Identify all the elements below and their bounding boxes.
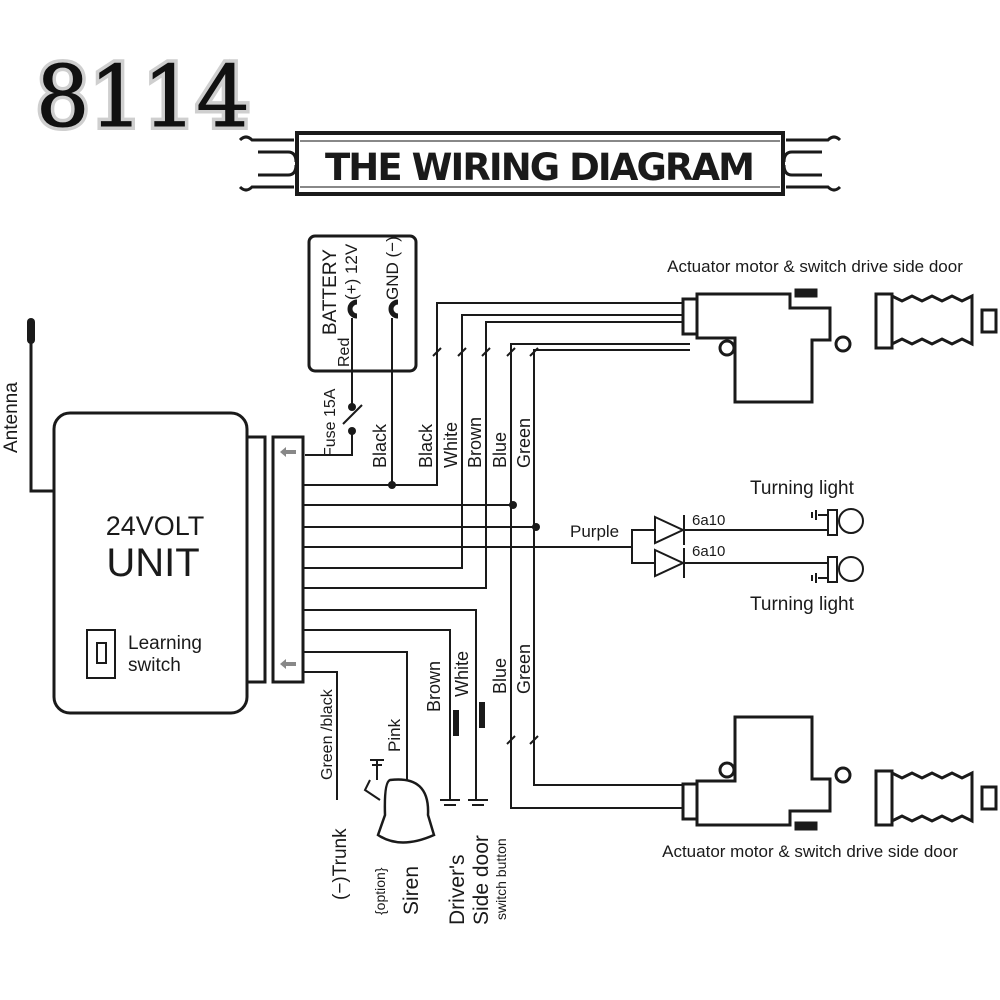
wire-brown-bottom (303, 629, 451, 800)
fuse-icon (342, 404, 363, 425)
purple-wire-label: Purple (570, 522, 619, 541)
diode-label-top: 6a10 (692, 512, 725, 529)
upper-wire-label: Brown (465, 417, 485, 468)
diode-label-bottom: 6a10 (692, 543, 725, 560)
upper-wire-label: White (441, 422, 461, 468)
wire-green-top (303, 349, 690, 528)
brown-wire-label: Brown (424, 661, 444, 712)
door-switch-buttons: Brown White Driver's Side door switch bu… (424, 651, 509, 925)
wire-brown-top (303, 321, 690, 589)
bulb-icon (838, 508, 864, 534)
black-wire-label-battery: Black (370, 423, 390, 468)
wire-pink (303, 651, 408, 780)
antenna: Antenna (1, 318, 53, 493)
trunk-wire-label: Green /black (319, 688, 336, 780)
turning-light-label-bottom: Turning light (750, 594, 855, 615)
wire-connector (271, 435, 305, 684)
unit-voltage-label: 24VOLT (106, 511, 205, 541)
door-label-2: Side door (470, 835, 493, 925)
battery-negative-label: GND (−) (383, 236, 402, 300)
siren: Pink {option} Siren (363, 718, 436, 915)
trunk-output: Green /black (−)Trunk (319, 688, 351, 900)
antenna-label: Antenna (1, 382, 22, 453)
wire-black (303, 302, 690, 486)
lower-wire-label: Blue (490, 658, 510, 694)
lower-wire-label: Green (514, 644, 534, 694)
diode-icon (654, 515, 686, 578)
push-button-icon (453, 710, 459, 736)
wire-white-bottom (303, 609, 477, 800)
upper-wire-label: Blue (490, 432, 510, 468)
push-button-icon (479, 702, 485, 728)
control-unit: 24VOLT UNIT Learning switch (52, 411, 305, 715)
model-number: 8114 (36, 48, 250, 146)
wire-blue-bottom (510, 505, 690, 809)
learning-switch-label-1: Learning (128, 633, 202, 654)
battery-positive-label: (+) 12V (342, 243, 361, 300)
model-number-title: 8114 8114 (32, 44, 254, 150)
ground-icon (811, 510, 828, 583)
turning-light-label-top: Turning light (750, 478, 855, 499)
wire-harness (303, 302, 690, 809)
fuse-label: Fuse 15A (322, 388, 339, 457)
door-label-3: switch button (493, 838, 509, 920)
siren-label: Siren (400, 866, 423, 915)
actuator-top-label: Actuator motor & switch drive side door (667, 257, 963, 276)
unit-name-label: UNIT (106, 541, 199, 585)
wire-white-top (303, 314, 690, 569)
door-label-1: Driver's (446, 854, 469, 925)
title-banner: THE WIRING DIAGRAM (238, 131, 842, 196)
junction-dot (388, 481, 396, 489)
banner-title: THE WIRING DIAGRAM (325, 146, 755, 189)
wire-blue-top (303, 343, 690, 506)
pink-wire-label: Pink (385, 718, 404, 752)
wire-green-bottom (533, 527, 690, 786)
junction-dot (509, 501, 517, 509)
actuator-bottom-label: Actuator motor & switch drive side door (662, 842, 958, 861)
battery: BATTERY (+) 12V GND (−) Red Fuse 15A Bla… (305, 234, 418, 485)
actuator-top: Actuator motor & switch drive side door (667, 257, 998, 404)
bulb-icon (838, 556, 864, 582)
upper-wire-label: Green (514, 418, 534, 468)
negative-terminal-icon (388, 299, 399, 319)
positive-terminal-icon (347, 299, 358, 319)
red-wire-label: Red (336, 338, 353, 367)
learning-switch-label-2: switch (128, 655, 181, 676)
trunk-label: (−)Trunk (330, 828, 351, 900)
actuator-bottom: Actuator motor & switch drive side door (662, 715, 998, 861)
siren-icon (376, 778, 436, 844)
junction-dot (532, 523, 540, 531)
white-wire-label: White (452, 651, 472, 697)
turning-lights: Purple 6a10 6a10 Turning light Turning l… (570, 478, 864, 615)
upper-wire-label: Black (416, 423, 436, 468)
antenna-tip-icon (27, 318, 35, 344)
siren-option-label: {option} (372, 867, 388, 915)
model-number-shadow: 8114 (36, 48, 250, 146)
battery-label: BATTERY (320, 249, 341, 335)
wire-green-black (303, 671, 338, 800)
ground-icon (440, 799, 488, 806)
